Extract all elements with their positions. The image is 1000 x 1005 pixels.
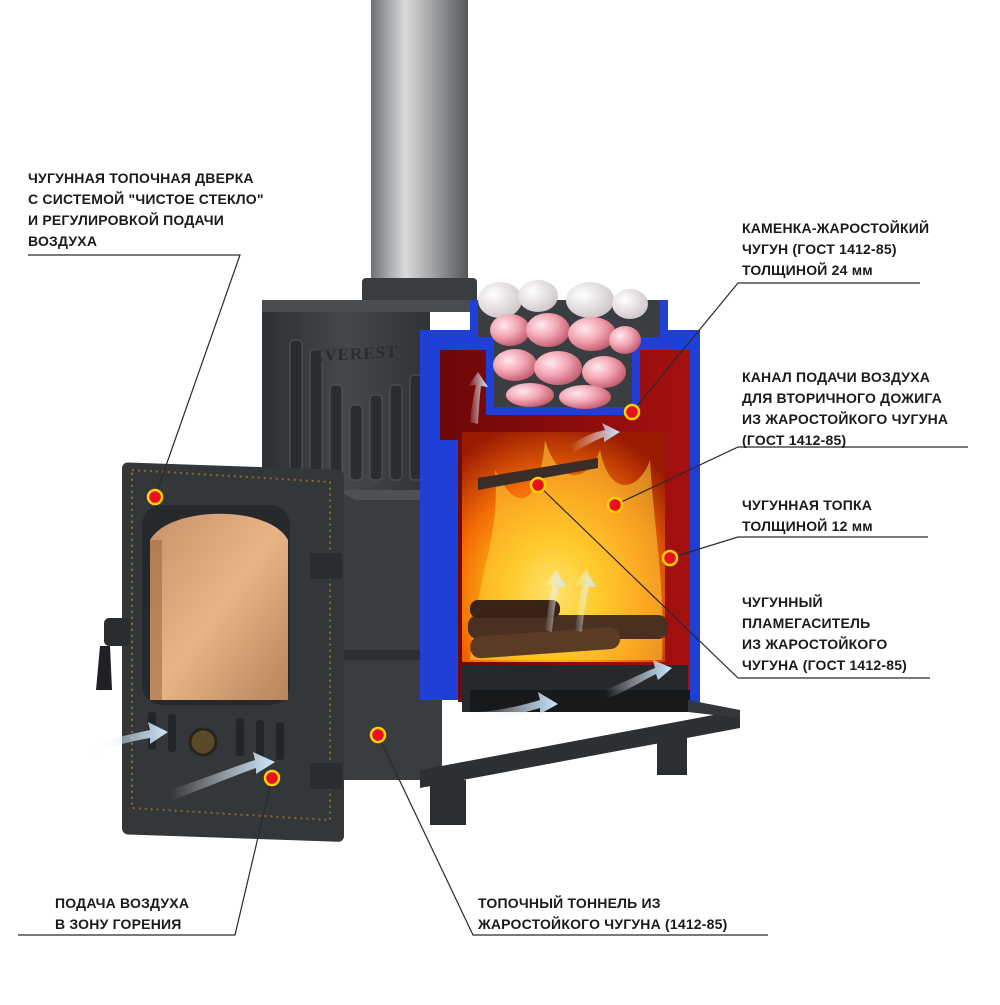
marker-firebox: [661, 549, 679, 567]
marker-heater: [623, 403, 641, 421]
leader-door: [28, 254, 241, 498]
leader-firebox: [669, 536, 928, 559]
firebox-door: [96, 462, 344, 842]
label-door: ЧУГУННАЯ ТОПОЧНАЯ ДВЕРКА С СИСТЕМОЙ "ЧИС…: [28, 170, 264, 249]
stove-leg-right: [657, 730, 687, 775]
marker-tunnel: [369, 726, 387, 744]
marker-air-supply: [263, 769, 281, 787]
flame-damper: [478, 458, 598, 490]
label-air-supply: ПОДАЧА ВОЗДУХА В ЗОНУ ГОРЕНИЯ: [55, 895, 190, 932]
leader-lines: [18, 254, 968, 936]
door-handle: [96, 618, 130, 690]
leader-tunnel: [377, 734, 768, 936]
door-hinge-top: [310, 553, 342, 579]
door-glass: [150, 513, 288, 700]
door-hinge-bottom: [310, 763, 342, 789]
label-heater: КАМЕНКА-ЖАРОСТОЙКИЙ ЧУГУН (ГОСТ 1412-85)…: [742, 220, 930, 278]
label-tunnel: ТОПОЧНЫЙ ТОННЕЛЬ ИЗ ЖАРОСТОЙКОГО ЧУГУНА …: [478, 895, 728, 932]
air-regulator-knob: [188, 727, 218, 757]
leader-flame-damper: [537, 484, 930, 679]
stove-leg-left: [430, 780, 466, 825]
marker-air-channel: [606, 496, 624, 514]
label-flame-damper: ЧУГУННЫЙ ПЛАМЕГАСИТЕЛЬ ИЗ ЖАРОСТОЙКОГО Ч…: [742, 594, 908, 673]
airflow-arrows: [78, 372, 672, 800]
chimney-pipe: [371, 0, 468, 285]
firewood-logs: [468, 600, 668, 659]
sauna-stones: [478, 280, 648, 409]
marker-door: [146, 488, 164, 506]
label-firebox: ЧУГУННАЯ ТОПКА ТОЛЩИНОЙ 12 мм: [742, 497, 873, 534]
leader-heater: [631, 282, 920, 413]
brand-logo: EVEREST: [312, 342, 398, 366]
markers: [146, 403, 679, 787]
leader-air-channel: [614, 446, 968, 506]
label-air-channel: КАНАЛ ПОДАЧИ ВОЗДУХА ДЛЯ ВТОРИЧНОГО ДОЖИ…: [742, 369, 949, 448]
marker-flame-damper: [529, 476, 547, 494]
leader-air-supply: [18, 777, 273, 936]
